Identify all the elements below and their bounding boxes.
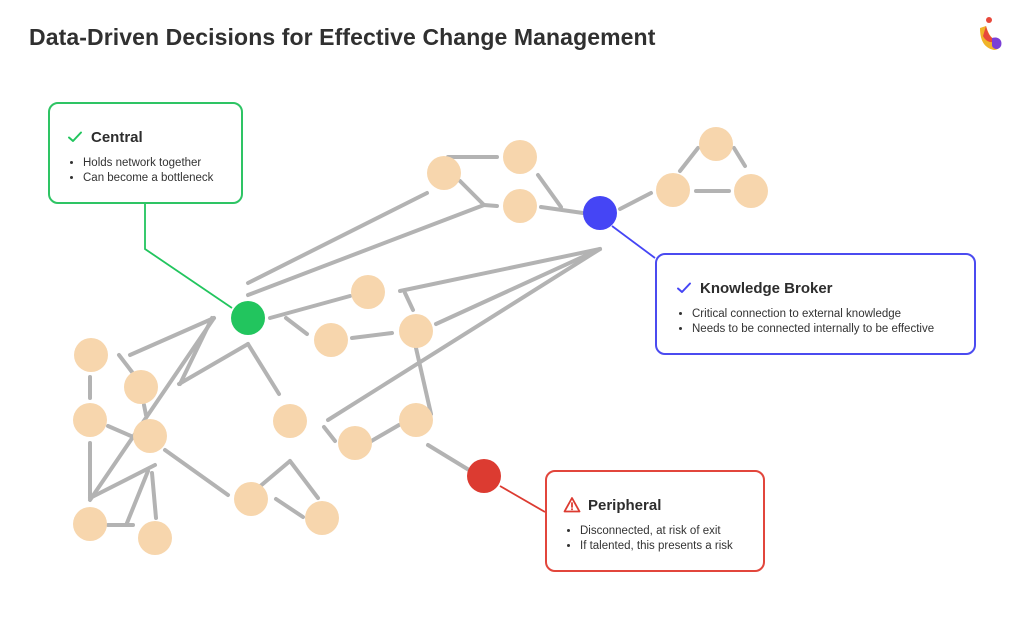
network-edge <box>288 459 320 500</box>
network-node <box>73 507 107 541</box>
logo-icon <box>980 17 1002 50</box>
network-edge <box>246 203 486 297</box>
network-nodes <box>73 127 768 555</box>
broker-connector <box>611 225 656 259</box>
network-node <box>338 426 372 460</box>
network-edge <box>117 353 134 374</box>
network-node <box>73 403 107 437</box>
network-edge <box>618 191 653 211</box>
list-item: Can become a bottleneck <box>83 171 227 186</box>
check-icon <box>675 279 693 297</box>
peripheral-node <box>467 459 501 493</box>
peripheral-title: Peripheral <box>588 496 662 514</box>
network-node <box>656 173 690 207</box>
list-item: Critical connection to external knowledg… <box>692 307 960 322</box>
central-bullets: Holds network together Can become a bott… <box>66 156 227 186</box>
network-node <box>503 140 537 174</box>
central-title: Central <box>91 128 143 146</box>
network-node <box>427 156 461 190</box>
network-node <box>503 189 537 223</box>
knowledge-broker-title: Knowledge Broker <box>700 279 833 297</box>
network-edge <box>268 294 352 320</box>
network-edge <box>482 203 499 208</box>
peripheral-connector <box>499 485 546 513</box>
network-node <box>273 404 307 438</box>
list-item: Holds network together <box>83 156 227 171</box>
network-node <box>399 314 433 348</box>
network-edge <box>678 146 700 173</box>
network-edge <box>246 342 281 396</box>
peripheral-bullets: Disconnected, at risk of exit If talente… <box>563 524 749 554</box>
list-item: Disconnected, at risk of exit <box>580 524 749 539</box>
network-node <box>699 127 733 161</box>
network-edge <box>256 459 292 490</box>
network-edge <box>322 425 337 443</box>
network-edge <box>366 423 401 445</box>
network-edge <box>274 497 305 519</box>
network-edge <box>350 331 394 340</box>
list-item: If talented, this presents a risk <box>580 539 749 554</box>
network-edge <box>434 247 602 326</box>
network-edge <box>458 179 486 207</box>
callout-connectors <box>144 204 656 513</box>
network-edge <box>536 173 563 209</box>
network-edge <box>246 191 429 285</box>
network-edge <box>88 463 157 500</box>
list-item: Needs to be connected internally to be e… <box>692 322 960 337</box>
network-node <box>314 323 348 357</box>
network-edge <box>539 205 585 215</box>
check-icon <box>66 128 84 146</box>
network-node <box>305 501 339 535</box>
network-node <box>138 521 172 555</box>
central-callout: Central Holds network together Can becom… <box>48 102 243 204</box>
network-edge <box>163 448 230 497</box>
network-node <box>124 370 158 404</box>
network-edge <box>326 247 602 422</box>
central-node <box>231 301 265 335</box>
network-edge <box>88 316 216 502</box>
warning-icon <box>563 496 581 514</box>
network-edge <box>177 342 250 386</box>
network-node <box>399 403 433 437</box>
network-edge <box>142 403 148 417</box>
network-edge <box>125 469 150 525</box>
network-edge <box>284 316 309 336</box>
knowledge-broker-bullets: Critical connection to external knowledg… <box>675 307 960 337</box>
network-edge <box>414 346 433 416</box>
network-node <box>234 482 268 516</box>
network-edge <box>150 471 158 520</box>
knowledge-broker-node <box>583 196 617 230</box>
network-edge <box>106 424 133 438</box>
network-edges <box>88 146 747 527</box>
network-node <box>734 174 768 208</box>
network-edge <box>426 443 471 472</box>
network-node <box>351 275 385 309</box>
central-connector <box>144 204 233 309</box>
page-title: Data-Driven Decisions for Effective Chan… <box>29 24 656 50</box>
network-edge <box>403 291 415 312</box>
network-edge <box>398 247 602 293</box>
network-node <box>133 419 167 453</box>
network-edge <box>128 316 216 357</box>
network-edge <box>732 146 747 168</box>
peripheral-callout: Peripheral Disconnected, at risk of exit… <box>545 470 765 572</box>
network-node <box>74 338 108 372</box>
knowledge-broker-callout: Knowledge Broker Critical connection to … <box>655 253 976 355</box>
